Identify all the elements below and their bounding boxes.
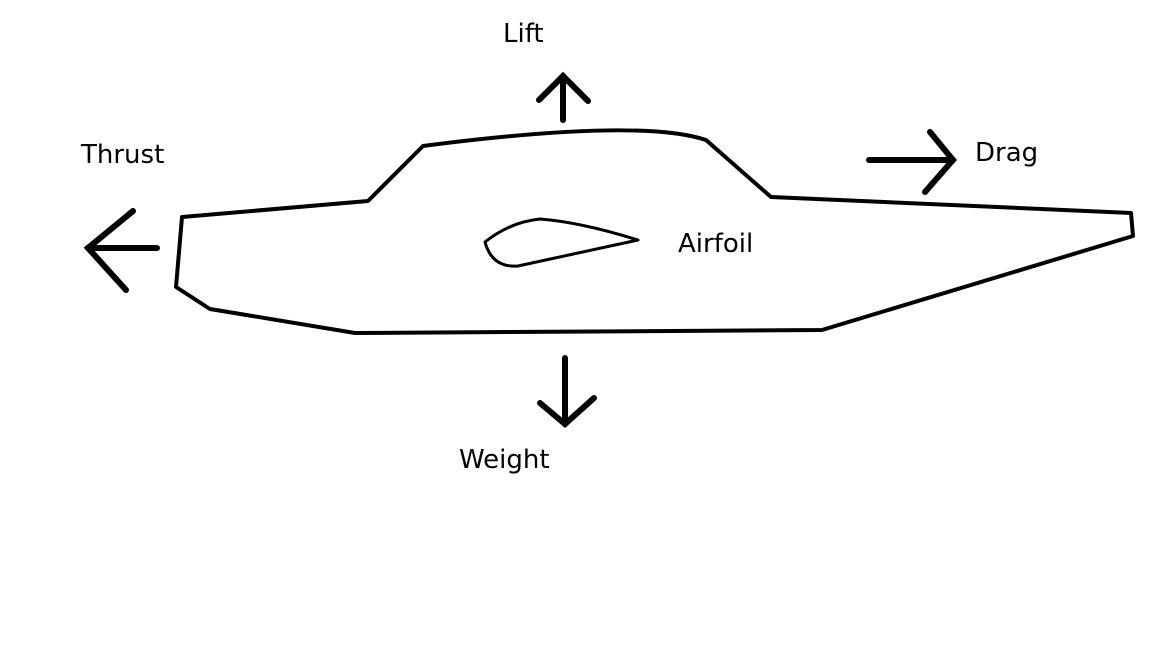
drag-label: Drag (975, 138, 1039, 168)
weight-label: Weight (459, 445, 550, 475)
airfoil-label: Airfoil (678, 229, 754, 259)
aircraft-body-outline (174, 128, 1135, 335)
drag-arrow (866, 129, 957, 195)
weight-arrow (537, 355, 597, 428)
thrust-label: Thrust (81, 140, 165, 170)
airfoil-shape (483, 217, 640, 268)
lift-arrow (536, 71, 591, 123)
lift-label: Lift (503, 19, 544, 49)
thrust-arrow (83, 208, 160, 293)
